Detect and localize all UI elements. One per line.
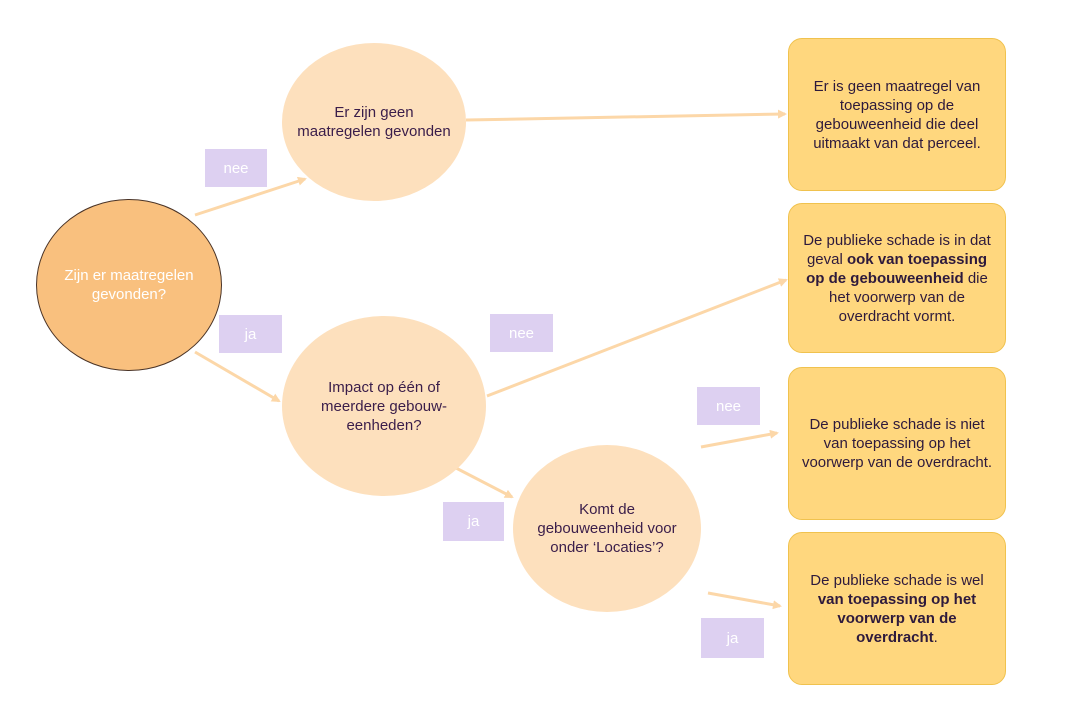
arrow-impact-to-locaties	[455, 466, 514, 499]
outcome-applicable-part2: .	[933, 628, 938, 646]
edge-label-start-no: nee	[205, 149, 267, 187]
arrow-start-to-not-found	[194, 176, 307, 217]
decision-measures-found-text: Zijn er maatregelen gevonden?	[64, 267, 194, 303]
outcome-no-measure: Er is geen maatregel van toepassing op d…	[788, 38, 1006, 191]
arrow-locaties-to-outcome-4	[707, 591, 782, 610]
decision-impact-units: Impact op één of meerdere gebouw-eenhede…	[282, 316, 486, 496]
edge-label-locaties-yes: ja	[701, 618, 764, 658]
outcome-also-applicable-text: De publieke schade is in dat geval ook v…	[801, 231, 993, 326]
edge-label-locaties-no: nee	[697, 387, 760, 425]
outcome-also-applicable-part2: die het voorwerp van de overdracht vormt…	[829, 269, 988, 325]
decision-unit-in-locaties: Komt de gebouweenheid voor onder ‘Locati…	[513, 445, 701, 612]
edge-label-impact-yes: ja	[443, 502, 504, 541]
decision-measures-found: Zijn er maatregelen gevonden?	[36, 199, 222, 371]
decision-impact-units-text: Impact op één of meerdere gebouw-eenhede…	[321, 378, 447, 434]
edge-label-impact-no: nee	[490, 314, 553, 352]
node-no-measures-found: Er zijn geen maatregelen gevonden	[282, 43, 466, 201]
arrow-locaties-to-outcome-3	[700, 429, 779, 449]
outcome-also-applicable-part1: De publieke schade is in dat geval	[803, 231, 991, 268]
edge-label-start-yes: ja	[219, 315, 282, 353]
arrow-start-to-impact	[194, 350, 281, 403]
node-no-measures-found-text: Er zijn geen maatregelen gevonden	[297, 104, 451, 140]
arrow-impact-to-outcome-2	[486, 278, 788, 398]
outcome-also-applicable: De publieke schade is in dat geval ook v…	[788, 203, 1006, 353]
outcome-no-measure-text: Er is geen maatregel van toepassing op d…	[813, 77, 981, 152]
arrow-not-found-to-outcome-1	[465, 109, 787, 122]
outcome-also-applicable-bold: ook van toepassing op de gebouweenheid	[806, 250, 988, 287]
outcome-not-applicable-text: De publieke schade is niet van toepassin…	[801, 416, 993, 471]
outcome-applicable-text: De publieke schade is wel van toepassing…	[801, 571, 993, 647]
outcome-applicable: De publieke schade is wel van toepassing…	[788, 532, 1006, 685]
outcome-not-applicable: De publieke schade is niet van toepassin…	[788, 367, 1006, 520]
outcome-applicable-part1: De publieke schade is wel	[810, 571, 984, 589]
decision-unit-in-locaties-text: Komt de gebouweenheid voor onder ‘Locati…	[537, 501, 677, 556]
outcome-applicable-bold: van toepassing op het voorwerp van de ov…	[817, 590, 977, 646]
